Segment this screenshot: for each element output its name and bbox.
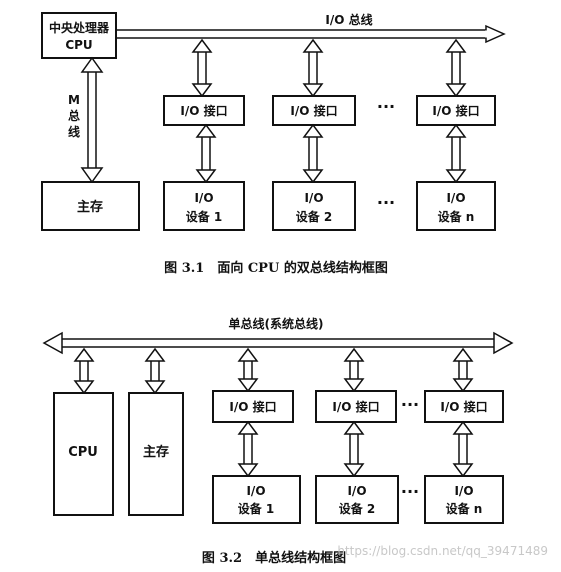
bus-io-interface-label-1: I/O 接口 [229,399,276,414]
bus-io-device-2-line2: 设备 2 [339,501,376,516]
bus-interface-ellipsis: ··· [401,395,419,414]
memory-label: 主存 [143,444,169,460]
bus-io-device-n-line1: I/O [454,484,473,498]
io-device-2-line1: I/O [304,191,323,205]
bus-io-device-1-line1: I/O [246,484,265,498]
watermark: https://blog.csdn.net/qq_39471489 [337,544,548,558]
bus-io-column-1: I/O 接口 I/O 设备 1 [212,347,301,524]
memory-bus-label-line2: 总 [68,108,80,123]
io-interface-label-2: I/O 接口 [290,103,337,118]
cpu-label-line1: 中央处理器 [49,20,110,35]
io-interface-label-1: I/O 接口 [180,103,227,118]
bus-io-device-2-line1: I/O [347,484,366,498]
bus-io-device-n-line2: 设备 n [446,501,483,516]
io-device-1-line2: 设备 1 [186,209,223,224]
bus-io-column-2: I/O 接口 I/O 设备 2 [315,347,399,524]
cpu-block: CPU [53,347,114,516]
memory-bus-label-line3: 线 [68,124,80,139]
figure-3-2-caption: 图 3.2 单总线结构框图 [202,550,346,566]
bus-device-ellipsis: ··· [401,482,419,501]
figure-3-1-caption: 图 3.1 面向 CPU 的双总线结构框图 [164,260,388,276]
bus-io-interface-label-2: I/O 接口 [332,399,379,414]
system-bus-label: 单总线(系统总线) [229,316,324,331]
interface-ellipsis: ··· [377,97,395,116]
main-memory-box: 主存 [41,181,140,231]
io-column-2: I/O 接口 I/O 设备 2 [272,38,356,231]
io-interface-label-n: I/O 接口 [432,103,479,118]
figure-3-2: 单总线(系统总线) CPU 主存 I/O 接口 [42,316,514,566]
cpu-label-line2: CPU [65,38,92,52]
bus-io-device-1-line2: 设备 1 [238,501,275,516]
io-bus-arrow [116,24,506,44]
system-bus-arrow [42,331,514,355]
io-column-n: I/O 接口 I/O 设备 n [416,38,496,231]
io-device-2-line2: 设备 2 [296,209,333,224]
io-device-n-line1: I/O [446,191,465,205]
io-device-1-line1: I/O [194,191,213,205]
cpu-box: 中央处理器 CPU [41,12,117,59]
bus-io-interface-label-n: I/O 接口 [440,399,487,414]
bus-io-column-n: I/O 接口 I/O 设备 n [424,347,504,524]
memory-block: 主存 [128,347,184,516]
memory-bus-arrow [80,56,104,184]
device-ellipsis: ··· [377,193,395,212]
io-bus-label: I/O 总线 [325,12,372,27]
figure-3-1: 中央处理器 CPU I/O 总线 M 总 线 主存 [41,12,506,276]
memory-bus-label-line1: M [68,93,80,107]
io-column-1: I/O 接口 I/O 设备 1 [163,38,245,231]
cpu-label: CPU [68,445,98,460]
main-memory-label: 主存 [77,199,103,215]
io-device-n-line2: 设备 n [438,209,475,224]
